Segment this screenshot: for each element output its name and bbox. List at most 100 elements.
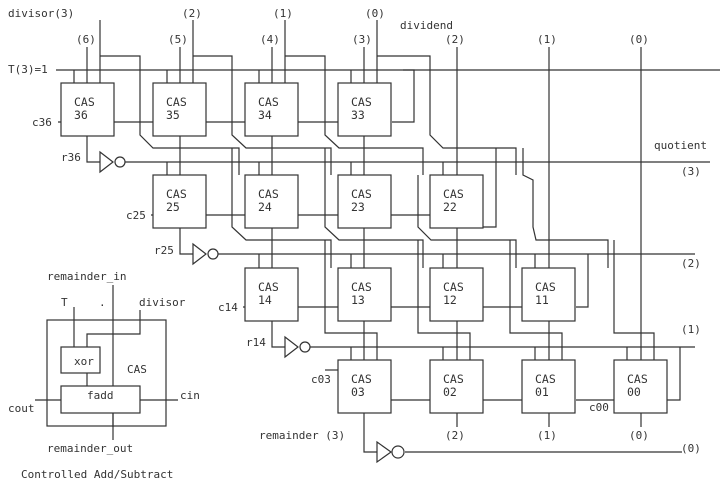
remainder-outputs	[456, 413, 642, 427]
dividend-bit-3-label: (3)	[352, 33, 372, 46]
legend-cin-label: cin	[180, 389, 200, 402]
legend-caption: Controlled Add/Subtract	[21, 468, 173, 481]
cas-cell-label: CAS	[351, 95, 372, 109]
dividend-bit-0-label: (0)	[629, 33, 649, 46]
cas-cell-label: CAS	[258, 187, 279, 201]
cas-cell-id: 23	[351, 200, 365, 214]
inverter-r14	[284, 335, 311, 359]
cas00-loop	[667, 347, 681, 401]
divisor-route-row2-c	[417, 175, 517, 268]
inverter-r25	[192, 242, 219, 266]
legend-t: T	[61, 296, 68, 309]
cas-cell-id: 02	[443, 385, 457, 399]
cas11-loop	[576, 254, 589, 308]
remainder-bit-1: (1)	[537, 429, 557, 442]
cas-cell-label: CAS	[535, 280, 556, 294]
t-taps-row0	[350, 347, 628, 360]
cas-cell-box	[60, 82, 115, 137]
t-input-label: T(3)=1	[8, 63, 48, 76]
legend-fadd-box	[60, 385, 141, 414]
row-label-r36: r36	[61, 151, 81, 164]
legend-dot: .	[99, 296, 106, 309]
cas-cell-box	[244, 174, 299, 229]
cas-cell-id: 33	[351, 108, 365, 122]
cas-cell-box	[613, 359, 668, 414]
cas-cell-box	[337, 174, 392, 229]
legend-divisor: divisor	[139, 296, 186, 309]
carry-label-c36: c36	[32, 116, 52, 129]
t-taps-row3	[73, 70, 352, 83]
r36-wire	[86, 135, 100, 163]
cas22-loop	[483, 148, 497, 228]
cas-cell-label: CAS	[443, 372, 464, 386]
cas-cell-box	[152, 82, 207, 137]
quotient-bit-0: (0)	[681, 442, 701, 455]
legend-remainder-out: remainder_out	[47, 442, 133, 455]
cas-cell-id: 34	[258, 108, 272, 122]
carry-label-c00: c00	[589, 401, 609, 414]
wires	[56, 20, 720, 453]
cas-cell-box	[429, 267, 484, 322]
cas-cell-label: CAS	[351, 280, 372, 294]
cas-cell-box	[337, 359, 392, 414]
cas-cell-box	[244, 267, 299, 322]
cas-cell-box	[429, 359, 484, 414]
cas-cell-id: 11	[535, 293, 549, 307]
cas-cell-label: CAS	[535, 372, 556, 386]
cas-cell-box	[337, 82, 392, 137]
divisor-route-a	[100, 55, 240, 175]
divisor-route-b	[193, 55, 332, 175]
dividend-bit-6-label: (6)	[76, 33, 96, 46]
divisor-bit-0-label: (0)	[365, 7, 385, 20]
remainder-row3-to-row2	[179, 135, 365, 175]
legend-xor-label: xor	[74, 355, 94, 368]
divisor-route-row2-d	[522, 148, 609, 268]
t-taps-row1	[258, 254, 536, 268]
remainder3-wire	[363, 413, 377, 453]
divisor-route-row2-a	[231, 148, 332, 268]
divisor-route-row1-d	[613, 240, 655, 360]
remainder-bit-0: (0)	[629, 429, 649, 442]
cas33-loop	[392, 69, 415, 123]
remainder-row2-to-row1	[271, 228, 458, 268]
inverter-remainder3	[376, 440, 405, 464]
cas-cell-id: 35	[166, 108, 180, 122]
cas-cell-box	[152, 174, 207, 229]
quotient-title: quotient	[654, 139, 707, 152]
dividend-bit-4-label: (4)	[260, 33, 280, 46]
remainder-bit-2: (2)	[445, 429, 465, 442]
cas-legend: remainder_in T . divisor xor CAS fadd ci…	[8, 270, 200, 481]
cas-cell-label: CAS	[443, 280, 464, 294]
divisor-bit-1-label: (1)	[273, 7, 293, 20]
cas-cell-label: CAS	[74, 95, 95, 109]
cas-cell-grid: CAS36CAS35CAS34CAS33CAS25CAS24CAS23CAS22…	[60, 82, 668, 414]
r14-wire	[271, 320, 285, 348]
cas-cell-label: CAS	[166, 187, 187, 201]
remainder-row1-to-row0	[363, 320, 550, 360]
dividend-bit-5-label: (5)	[168, 33, 188, 46]
divisor-label: divisor(3)	[8, 7, 74, 20]
carry-label-c25: c25	[126, 209, 146, 222]
inverter-r36	[99, 150, 126, 174]
legend-xor-box	[60, 346, 101, 374]
dividend-bit-1-label: (1)	[537, 33, 557, 46]
carry-label-c03: c03	[311, 373, 331, 386]
divisor-bit-2-label: (2)	[182, 7, 202, 20]
cas-cell-id: 00	[627, 385, 641, 399]
legend-divisor-wire	[86, 310, 141, 347]
dividend-bit-2-label: (2)	[445, 33, 465, 46]
cas-cell-id: 12	[443, 293, 457, 307]
t-taps-row2	[166, 162, 444, 175]
